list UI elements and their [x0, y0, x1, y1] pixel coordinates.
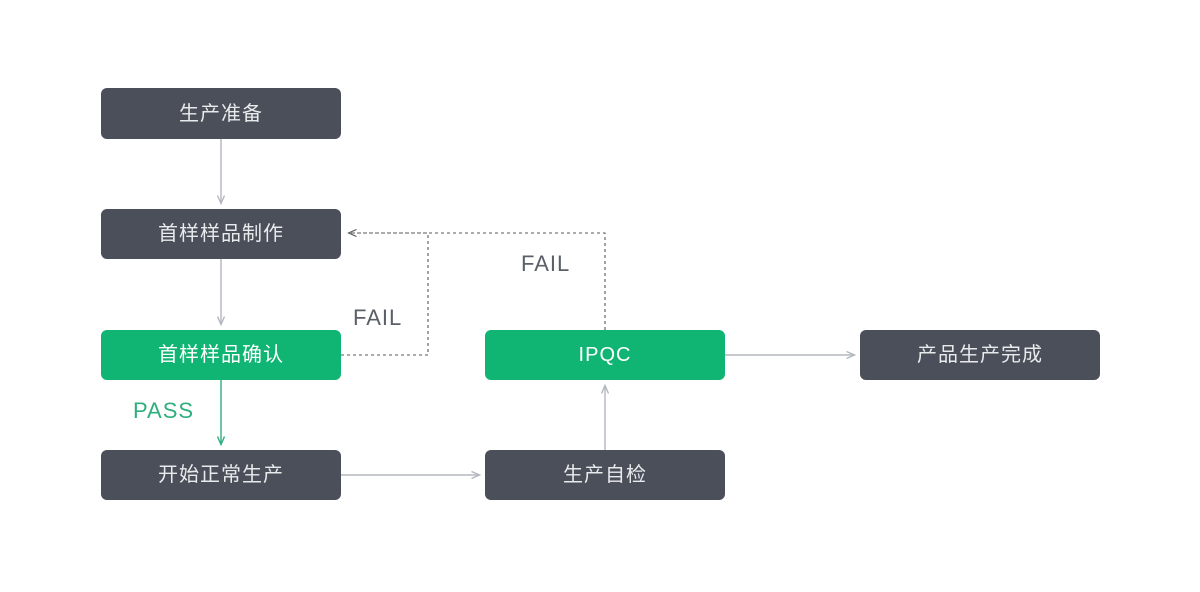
node-ipqc[interactable]: IPQC — [485, 330, 725, 380]
node-production-complete[interactable]: 产品生产完成 — [860, 330, 1100, 380]
edge-label-fail-ipqc: FAIL — [521, 251, 571, 276]
node-ipqc-label: IPQC — [578, 344, 632, 366]
node-self-check[interactable]: 生产自检 — [485, 450, 725, 500]
node-self-check-label: 生产自检 — [563, 464, 647, 486]
node-production-complete-label: 产品生产完成 — [917, 344, 1043, 366]
node-first-sample-confirm-label: 首样样品确认 — [158, 344, 284, 366]
node-mass-production[interactable]: 开始正常生产 — [101, 450, 341, 500]
node-first-sample-confirm[interactable]: 首样样品确认 — [101, 330, 341, 380]
edge-confirm-fail-to-sample — [341, 228, 429, 356]
node-prep[interactable]: 生产准备 — [101, 88, 341, 139]
node-first-sample-make-label: 首样样品制作 — [158, 223, 284, 245]
edge-label-fail-confirm: FAIL — [353, 305, 403, 330]
node-prep-label: 生产准备 — [179, 102, 263, 125]
edge-label-pass: PASS — [133, 398, 195, 423]
node-mass-production-label: 开始正常生产 — [158, 464, 284, 486]
node-first-sample-make[interactable]: 首样样品制作 — [101, 209, 341, 259]
